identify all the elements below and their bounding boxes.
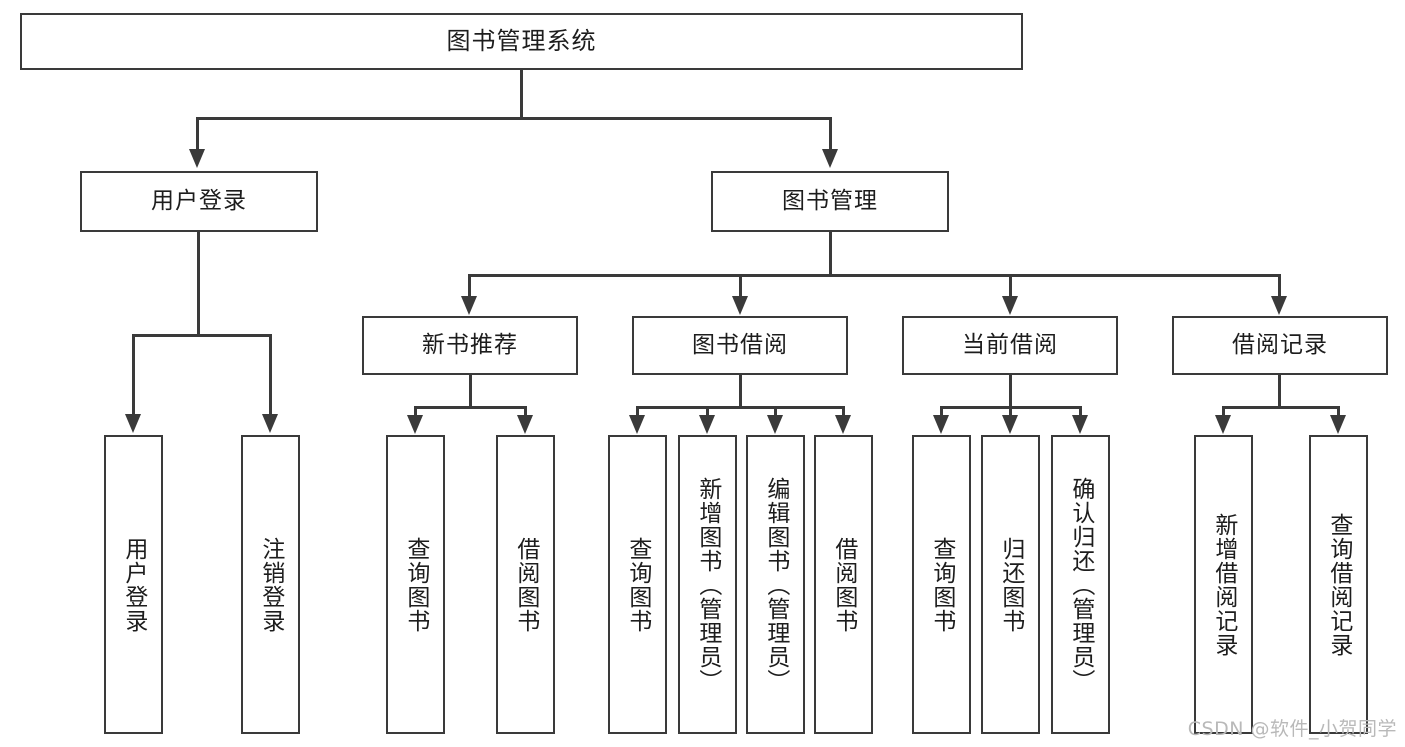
arrowhead-book-borrow-leaf-2 — [699, 415, 715, 434]
arrowhead-root-to-book-mgmt — [822, 149, 838, 168]
node-current-borrow[interactable]: 当前借阅 — [902, 316, 1118, 375]
connector-user-login-stem — [197, 232, 200, 336]
node-book-borrow[interactable]: 图书借阅 — [632, 316, 848, 375]
connector-current-borrow-to-leaf-2 — [1009, 406, 1012, 418]
leaf-book-borrow-add-book-admin[interactable]: 新增图书（管理员） — [678, 435, 737, 734]
leaf-current-borrow-query-book[interactable]: 查询图书 — [912, 435, 971, 734]
connector-current-borrow-to-leaf-3 — [1079, 406, 1082, 418]
arrowhead-current-borrow-leaf-2 — [1002, 415, 1018, 434]
arrowhead-root-to-user-login — [189, 149, 205, 168]
arrowhead-l3-new-book — [461, 296, 477, 315]
node-new-book-recommend[interactable]: 新书推荐 — [362, 316, 578, 375]
node-label: 确认归还（管理员） — [1067, 476, 1094, 693]
arrowhead-new-book-leaf-1 — [407, 415, 423, 434]
connector-book-borrow-bus — [636, 406, 844, 409]
connector-book-mgmt-stem — [829, 232, 832, 276]
node-label: 注销登录 — [257, 536, 284, 633]
connector-root-to-book-mgmt — [829, 117, 832, 151]
node-label: 当前借阅 — [962, 332, 1058, 359]
connector-current-borrow-to-leaf-1 — [940, 406, 943, 418]
connector-borrow-record-to-leaf-1 — [1222, 406, 1225, 418]
node-label: 用户登录 — [120, 536, 147, 633]
leaf-current-borrow-confirm-return-admin[interactable]: 确认归还（管理员） — [1051, 435, 1110, 734]
leaf-user-login-logout[interactable]: 注销登录 — [241, 435, 300, 734]
node-label: 查询图书 — [624, 536, 651, 633]
arrowhead-user-login-leaf-2 — [262, 414, 278, 433]
node-label: 借阅图书 — [512, 536, 539, 633]
arrowhead-user-login-leaf-1 — [125, 414, 141, 433]
node-label: 用户登录 — [151, 188, 247, 215]
node-user-login[interactable]: 用户登录 — [80, 171, 318, 232]
leaf-current-borrow-return-book[interactable]: 归还图书 — [981, 435, 1040, 734]
node-root-system[interactable]: 图书管理系统 — [20, 13, 1023, 70]
connector-new-book-bus — [414, 406, 527, 409]
leaf-borrow-record-add-record[interactable]: 新增借阅记录 — [1194, 435, 1253, 734]
connector-borrow-record-bus — [1222, 406, 1339, 409]
connector-user-login-to-leaf-2 — [269, 334, 272, 416]
connector-book-mgmt-to-l3-1 — [468, 274, 471, 298]
node-label: 图书管理系统 — [446, 26, 597, 55]
arrowhead-book-borrow-leaf-3 — [767, 415, 783, 434]
node-label: 借阅图书 — [830, 536, 857, 633]
connector-new-book-to-leaf-1 — [414, 406, 417, 418]
connector-book-borrow-stem — [739, 375, 742, 408]
node-label: 图书管理 — [782, 188, 878, 215]
leaf-book-borrow-edit-book-admin[interactable]: 编辑图书（管理员） — [746, 435, 805, 734]
connector-book-borrow-to-leaf-3 — [774, 406, 777, 418]
node-label: 借阅记录 — [1232, 332, 1328, 359]
arrowhead-current-borrow-leaf-3 — [1072, 415, 1088, 434]
arrowhead-l3-book-borrow — [732, 296, 748, 315]
node-label: 归还图书 — [997, 536, 1024, 633]
leaf-book-borrow-query-book[interactable]: 查询图书 — [608, 435, 667, 734]
arrowhead-book-borrow-leaf-4 — [835, 415, 851, 434]
node-label: 新书推荐 — [422, 332, 518, 359]
connector-current-borrow-stem — [1009, 375, 1012, 408]
node-label: 查询借阅记录 — [1325, 512, 1352, 657]
leaf-book-borrow-borrow-book[interactable]: 借阅图书 — [814, 435, 873, 734]
connector-root-to-user-login — [196, 117, 199, 151]
arrowhead-l3-current-borrow — [1002, 296, 1018, 315]
node-label: 新增借阅记录 — [1210, 512, 1237, 657]
node-label: 查询图书 — [402, 536, 429, 633]
arrowhead-book-borrow-leaf-1 — [629, 415, 645, 434]
connector-user-login-bus — [132, 334, 271, 337]
leaf-borrow-record-query-record[interactable]: 查询借阅记录 — [1309, 435, 1368, 734]
leaf-user-login-login[interactable]: 用户登录 — [104, 435, 163, 734]
arrowhead-current-borrow-leaf-1 — [933, 415, 949, 434]
connector-book-mgmt-to-l3-4 — [1278, 274, 1281, 298]
connector-new-book-to-leaf-2 — [524, 406, 527, 418]
connector-book-borrow-to-leaf-4 — [842, 406, 845, 418]
node-label: 查询图书 — [928, 536, 955, 633]
connector-user-login-to-leaf-1 — [132, 334, 135, 416]
node-label: 图书借阅 — [692, 332, 788, 359]
connector-borrow-record-stem — [1278, 375, 1281, 408]
connector-book-mgmt-to-l3-3 — [1009, 274, 1012, 298]
leaf-new-book-borrow-book[interactable]: 借阅图书 — [496, 435, 555, 734]
connector-book-borrow-to-leaf-2 — [706, 406, 709, 418]
arrowhead-borrow-record-leaf-2 — [1330, 415, 1346, 434]
node-label: 编辑图书（管理员） — [762, 476, 789, 693]
arrowhead-borrow-record-leaf-1 — [1215, 415, 1231, 434]
arrowhead-new-book-leaf-2 — [517, 415, 533, 434]
connector-book-mgmt-to-l3-2 — [739, 274, 742, 298]
connector-borrow-record-to-leaf-2 — [1337, 406, 1340, 418]
connector-root-stem — [520, 70, 523, 118]
node-borrow-record[interactable]: 借阅记录 — [1172, 316, 1388, 375]
node-book-management[interactable]: 图书管理 — [711, 171, 949, 232]
connector-book-borrow-to-leaf-1 — [636, 406, 639, 418]
leaf-new-book-query-book[interactable]: 查询图书 — [386, 435, 445, 734]
node-label: 新增图书（管理员） — [694, 476, 721, 693]
connector-book-mgmt-bus — [468, 274, 1280, 277]
connector-root-bus — [196, 117, 831, 120]
connector-new-book-stem — [469, 375, 472, 408]
arrowhead-l3-borrow-record — [1271, 296, 1287, 315]
